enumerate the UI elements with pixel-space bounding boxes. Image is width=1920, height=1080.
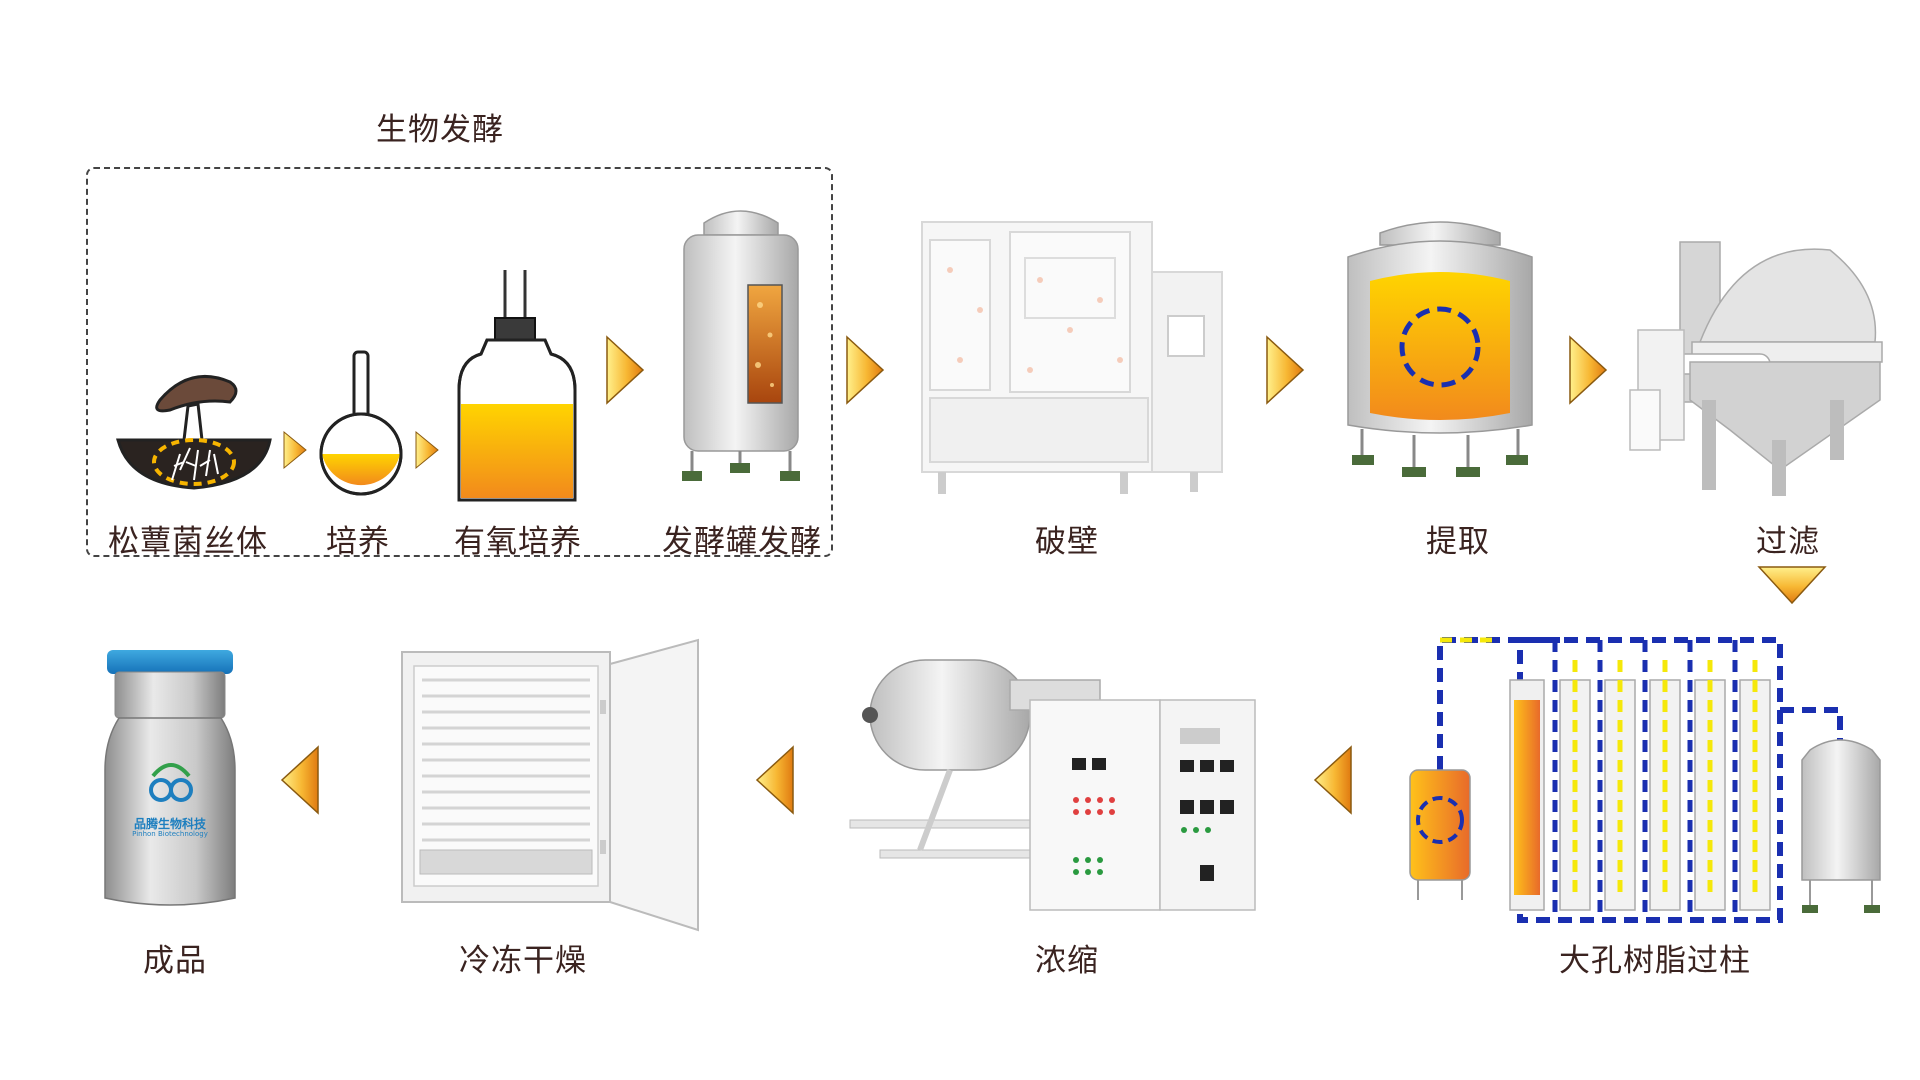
label-freeze: 冷冻干燥: [459, 943, 587, 979]
label-resin: 大孔树脂过柱: [1559, 943, 1751, 979]
arrow-icon: [845, 335, 885, 409]
label-aerobic: 有氧培养: [454, 524, 582, 560]
product-vial-illustration: [95, 650, 245, 914]
label-crushing: 破壁: [1035, 524, 1099, 560]
aerobic-bottle-illustration: [455, 270, 580, 509]
fermentation-group-box: [86, 167, 833, 557]
product-logo-cn: 品腾生物科技: [133, 817, 207, 831]
crusher-illustration: [920, 220, 1225, 509]
arrow-left-icon: [755, 745, 795, 819]
product-logo-en: Pinhon Biotechnology: [132, 830, 208, 838]
arrow-icon: [1568, 335, 1608, 409]
group-title: 生物发酵: [376, 112, 504, 148]
label-mycelium: 松蕈菌丝体: [108, 524, 268, 560]
fermenter-illustration: [680, 205, 805, 489]
extraction-tank-illustration: [1340, 215, 1540, 489]
resin-column-illustration: [1400, 630, 1900, 924]
filter-illustration: [1629, 230, 1890, 504]
flask-illustration: [318, 350, 408, 504]
label-culture: 培养: [326, 524, 390, 560]
label-product: 成品: [143, 943, 207, 979]
arrow-icon: [1265, 335, 1305, 409]
arrow-down-icon: [1757, 565, 1827, 609]
arrow-left-icon: [280, 745, 320, 819]
label-concentrate: 浓缩: [1035, 943, 1099, 979]
label-extraction: 提取: [1426, 524, 1490, 560]
arrow-icon: [282, 430, 308, 474]
arrow-icon: [605, 335, 645, 409]
mycelium-illustration: [110, 370, 280, 514]
arrow-left-icon: [1313, 745, 1353, 819]
freeze-dryer-illustration: [400, 638, 710, 934]
label-filtration: 过滤: [1756, 524, 1820, 560]
concentrator-illustration: [840, 640, 1260, 924]
label-fermenter: 发酵罐发酵: [662, 524, 822, 560]
arrow-icon: [414, 430, 440, 474]
